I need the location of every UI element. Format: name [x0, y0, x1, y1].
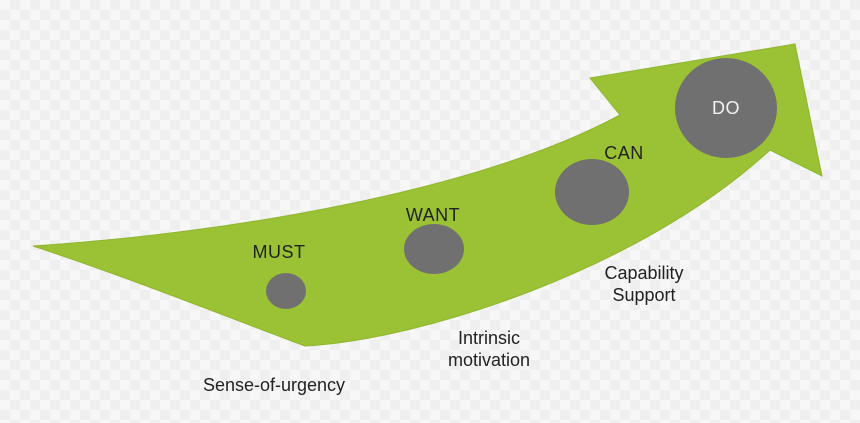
can-circle [555, 159, 629, 225]
want-circle [404, 224, 464, 274]
must-circle [266, 273, 306, 309]
intrinsic-line-1: Intrinsic [457, 328, 521, 348]
intrinsic-line-2: motivation [447, 350, 531, 370]
want-label: WANT [405, 205, 461, 225]
urgency-label: Sense-of-urgency [202, 375, 346, 395]
curved-arrow [32, 43, 823, 347]
capability-support-label: Capability Support [604, 262, 683, 306]
must-label: MUST [252, 242, 306, 262]
capability-line-2: Support [612, 285, 676, 305]
intrinsic-motivation-label: Intrinsic motivation [448, 327, 530, 371]
capability-line-1: Capability [604, 263, 684, 283]
do-circle [675, 58, 777, 158]
do-label: DO [712, 98, 740, 118]
can-label: CAN [604, 143, 644, 163]
